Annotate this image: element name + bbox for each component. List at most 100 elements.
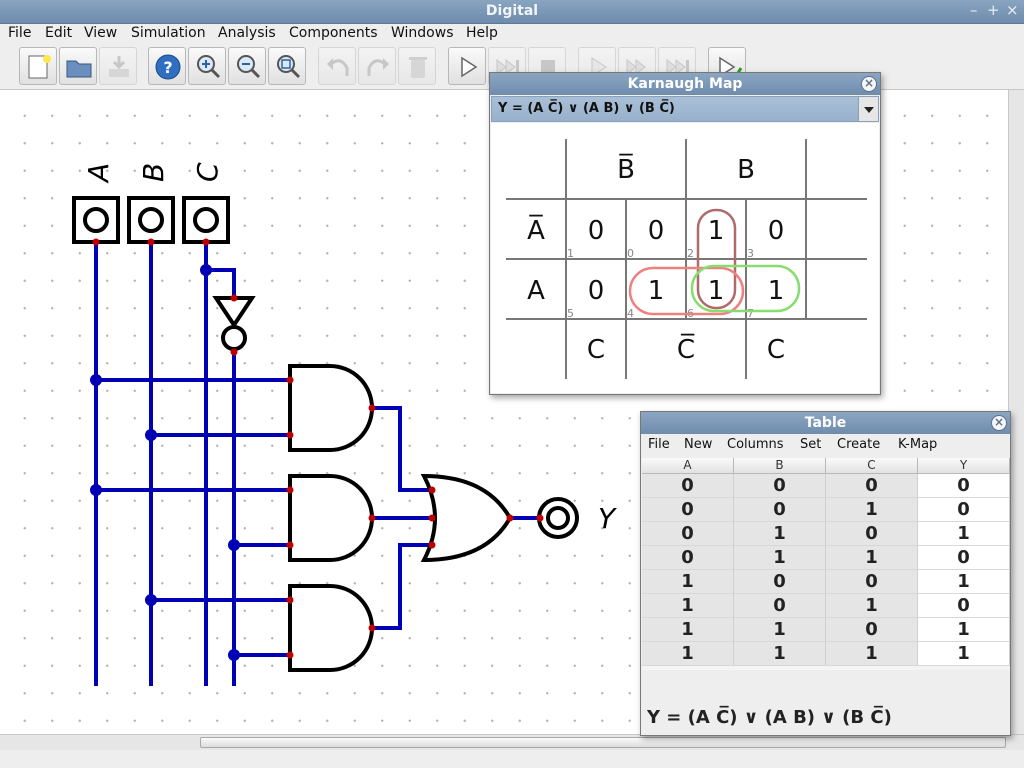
table-empty-area (642, 670, 1010, 696)
input-label-a: A (82, 163, 115, 184)
kmap-cell-index: 5 (567, 307, 574, 320)
table-input-cell: 1 (642, 570, 734, 594)
close-icon[interactable]: × (1006, 1, 1019, 19)
and-gate-3[interactable] (288, 584, 374, 672)
or-gate[interactable] (420, 473, 513, 563)
open-button[interactable] (59, 47, 97, 85)
table-input-cell: 1 (734, 546, 826, 570)
kmap-bottom-header-c-2: C (767, 335, 785, 365)
kmap-cell: 0 (588, 276, 605, 306)
horizontal-scrollbar[interactable] (0, 734, 1024, 750)
table-input-cell: 1 (642, 642, 734, 666)
zoom-in-button[interactable] (188, 47, 226, 85)
table-input-cell: 1 (826, 498, 918, 522)
run-button[interactable] (448, 47, 486, 85)
truth-table-window: Table × File New Columns Set Create K-Ma… (640, 411, 1011, 736)
table-input-cell: 1 (642, 618, 734, 642)
kmap-lines (506, 139, 867, 379)
kmap-cell-index: 2 (687, 247, 694, 260)
table-output-cell[interactable]: 1 (918, 618, 1010, 642)
column-header-c[interactable]: C (826, 458, 918, 474)
menu-windows[interactable]: Windows (391, 25, 454, 41)
table-output-cell[interactable]: 0 (918, 498, 1010, 522)
table-output-cell[interactable]: 0 (918, 594, 1010, 618)
menu-file[interactable]: File (8, 25, 32, 41)
input-b-switch[interactable] (127, 196, 175, 244)
open-folder-icon (66, 60, 92, 78)
kmap-cell-index: 7 (747, 307, 754, 320)
status-bar (0, 750, 1024, 768)
table-menu-new[interactable]: New (684, 437, 713, 452)
column-header-y[interactable]: Y (918, 458, 1010, 474)
kmap-col-header-b: B (737, 155, 755, 185)
dropdown-button[interactable] (858, 97, 878, 121)
table-input-cell: 1 (734, 642, 826, 666)
kmap-cell-index: 1 (567, 247, 574, 260)
horizontal-scroll-thumb[interactable] (200, 737, 1006, 748)
table-menu-set[interactable]: Set (800, 437, 822, 452)
delete-button[interactable] (398, 47, 436, 85)
input-c-switch[interactable] (182, 196, 230, 244)
kmap-cell: 0 (768, 216, 785, 246)
undo-icon (327, 58, 349, 76)
help-icon: ? (155, 54, 181, 80)
table-input-cell: 0 (734, 498, 826, 522)
svg-text:?: ? (163, 58, 172, 77)
delete-icon (409, 57, 427, 78)
kmap-expression: Y = (A C̅) ∨ (A B) ∨ (B C̅) (498, 101, 675, 116)
table-close-icon[interactable]: × (991, 415, 1007, 431)
kmap-cell: 1 (648, 276, 665, 306)
zoom-out-button[interactable] (228, 47, 266, 85)
menu-edit[interactable]: Edit (45, 25, 73, 41)
table-output-cell[interactable]: 0 (918, 546, 1010, 570)
table-output-cell[interactable]: 1 (918, 642, 1010, 666)
kmap-grid: B̅ B A̅ A C C̅ C 0 0 1 0 0 1 1 1 (506, 139, 867, 379)
menu-help[interactable]: Help (466, 25, 498, 41)
table-output-cell[interactable]: 1 (918, 570, 1010, 594)
help-button[interactable]: ? (148, 47, 186, 85)
kmap-cell: 1 (708, 216, 725, 246)
maximize-icon[interactable]: + (987, 1, 1000, 19)
table-input-cell: 1 (826, 594, 918, 618)
input-a-switch[interactable] (72, 196, 120, 244)
kmap-loop-b-not-c (690, 264, 801, 313)
redo-button[interactable] (358, 47, 396, 85)
table-input-cell: 0 (826, 570, 918, 594)
fast-run-icon (666, 58, 689, 76)
menu-components[interactable]: Components (289, 25, 378, 41)
table-input-cell: 0 (734, 474, 826, 498)
kmap-close-icon[interactable]: × (861, 76, 877, 92)
table-input-cell: 1 (826, 546, 918, 570)
not-gate[interactable] (212, 296, 256, 351)
kmap-row-header-not-a: A̅ (527, 214, 545, 246)
step-icon (496, 58, 519, 76)
kmap-bottom-header-not-c: C̅ (677, 333, 695, 365)
table-menu-kmap[interactable]: K-Map (898, 437, 938, 452)
table-title: Table (641, 412, 1010, 434)
and-gate-2[interactable] (288, 474, 374, 562)
zoom-fit-button[interactable] (268, 47, 306, 85)
chevron-down-icon (864, 107, 874, 113)
menu-view[interactable]: View (84, 25, 118, 41)
and-gate-1[interactable] (288, 364, 374, 452)
output-y[interactable] (537, 497, 579, 539)
micro-step-icon (626, 58, 646, 76)
redo-icon (367, 58, 389, 76)
table-menu-file[interactable]: File (648, 437, 670, 452)
table-output-cell[interactable]: 0 (918, 474, 1010, 498)
table-menu-columns[interactable]: Columns (727, 437, 784, 452)
menu-simulation[interactable]: Simulation (131, 25, 206, 41)
kmap-expression-select[interactable]: Y = (A C̅) ∨ (A B) ∨ (B C̅) (491, 96, 879, 122)
minimize-icon[interactable]: – (970, 1, 978, 19)
menu-analysis[interactable]: Analysis (218, 25, 276, 41)
kmap-bottom-header-c-1: C (587, 335, 605, 365)
window-title: Digital (485, 3, 539, 19)
column-header-b[interactable]: B (734, 458, 826, 474)
column-header-a[interactable]: A (642, 458, 734, 474)
table-input-cell: 0 (642, 474, 734, 498)
table-output-cell[interactable]: 1 (918, 522, 1010, 546)
table-menu-create[interactable]: Create (837, 437, 881, 452)
save-button[interactable] (99, 47, 137, 85)
undo-button[interactable] (318, 47, 356, 85)
new-button[interactable] (19, 47, 57, 85)
